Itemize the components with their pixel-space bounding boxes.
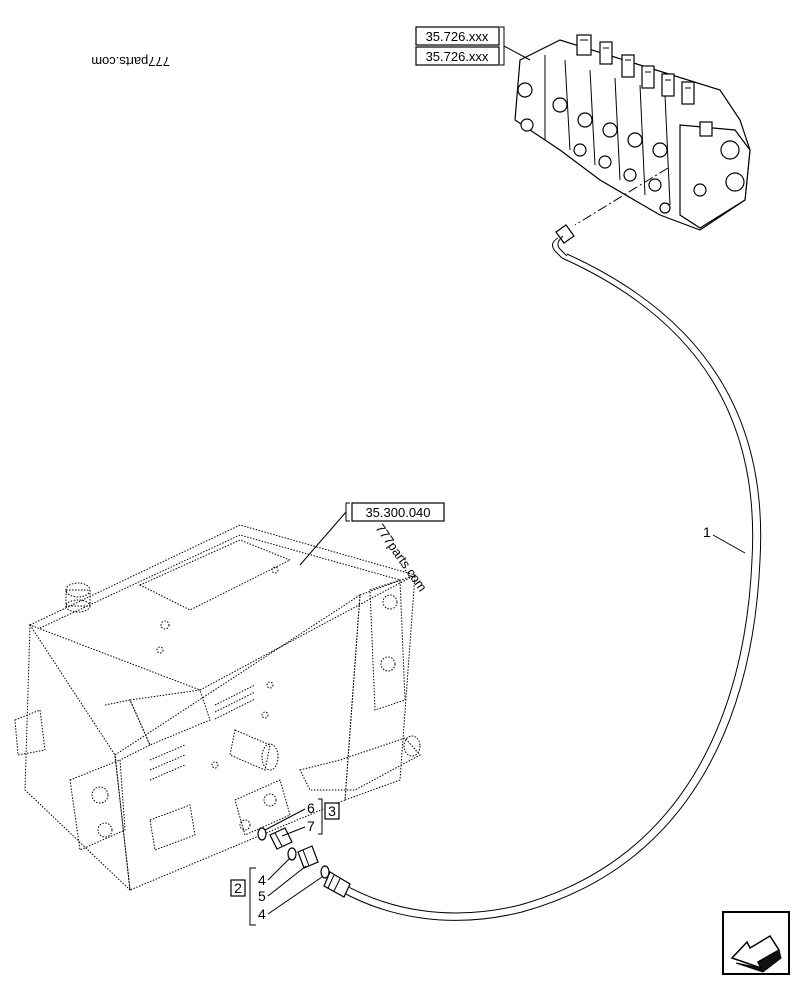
watermark-top: 777parts.com xyxy=(91,54,170,69)
fitting-assembly xyxy=(257,827,330,879)
callout-group-2: 2 xyxy=(234,880,242,896)
valve-reference-label-2: 35.726.xxx xyxy=(426,49,489,64)
valve-reference-label-1: 35.726.xxx xyxy=(426,29,489,44)
callout-group-3: 3 xyxy=(328,803,336,819)
hydraulic-hose xyxy=(323,224,762,921)
hydraulic-tank xyxy=(14,524,421,892)
callout-item-4b: 4 xyxy=(258,906,266,922)
group-3-box[interactable]: 3 xyxy=(324,802,340,820)
valve-reference-box-1[interactable]: 35.726.xxx xyxy=(415,26,500,46)
group-2-box[interactable]: 2 xyxy=(230,879,246,897)
control-valve xyxy=(514,34,751,231)
tank-reference-label: 35.300.040 xyxy=(365,505,430,520)
arrow-back-icon[interactable] xyxy=(722,911,790,975)
callout-hose: 1 xyxy=(703,524,711,540)
callout-item-7: 7 xyxy=(307,818,315,834)
tank-reference-box[interactable]: 35.300.040 xyxy=(351,502,445,522)
valve-reference-box-2[interactable]: 35.726.xxx xyxy=(415,46,500,66)
watermark-center: 777parts.com xyxy=(373,521,430,594)
callout-item-6: 6 xyxy=(307,800,315,816)
callout-item-4a: 4 xyxy=(258,872,266,888)
callout-item-5: 5 xyxy=(258,888,266,904)
